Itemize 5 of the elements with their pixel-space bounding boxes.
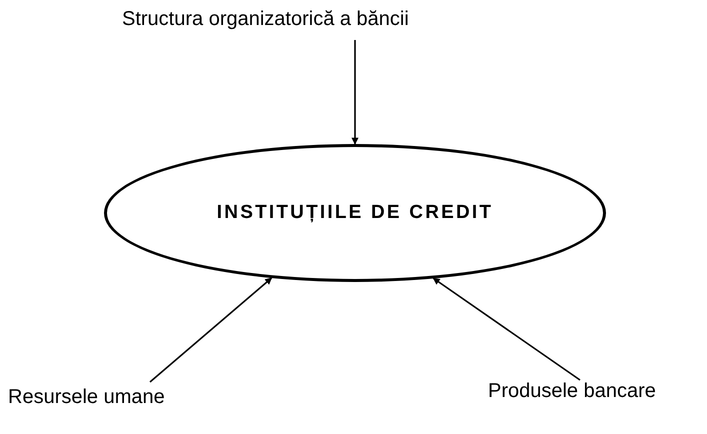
arrow [352,40,358,145]
node-label: Resursele umane [8,386,165,409]
node-title: INSTITUȚIILE DE CREDIT [216,202,494,224]
node-label: Structura organizatorică a băncii [122,8,409,31]
node-label: Produsele bancare [488,380,656,403]
